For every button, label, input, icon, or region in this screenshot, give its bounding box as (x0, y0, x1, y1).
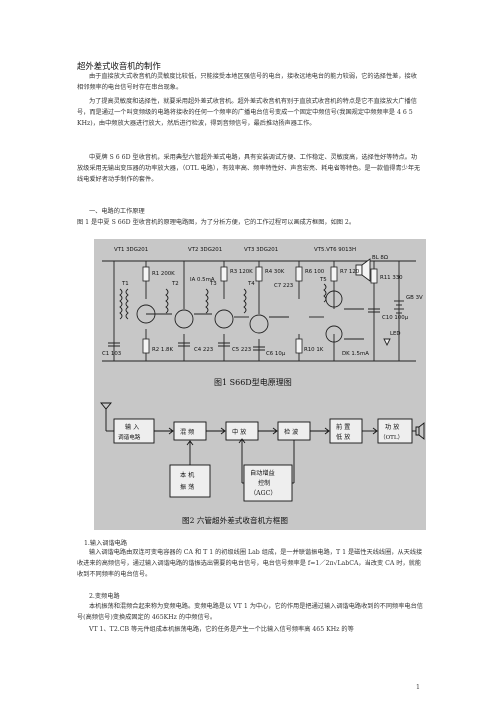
block-power-line1: 功 放 (385, 423, 399, 431)
block-detector-label: 检 波 (284, 428, 298, 436)
transistor-symbols (136, 290, 343, 343)
label-r11: R11 330 (380, 275, 403, 281)
block-agc-box (243, 464, 293, 502)
block-if-label: 中 放 (232, 428, 246, 436)
block-agc-line2: 控制 (258, 479, 270, 487)
label-id: DK 1.5mA (342, 351, 369, 357)
transformer-coils (119, 283, 327, 320)
label-ia: IA 0.5mA (190, 277, 215, 283)
block-osc-box (169, 464, 211, 498)
paragraph-3: 中夏牌 S 6 6D 型收音机，采用典型六管超外差式电路，具有安装调试方便、工作… (77, 154, 421, 183)
section-heading: 一、电路的工作原理 (89, 208, 145, 215)
label-r1: R1 200K (152, 271, 175, 277)
block-preamp-line2: 低 放 (336, 433, 350, 441)
label-t2: T2 (171, 281, 179, 287)
paragraph-1: 由于直接放大式收音机的灵敏度比较低，只能接受本地区强信号的电台，接收远地电台的能… (77, 73, 417, 91)
label-gb: GB 3V (406, 295, 423, 301)
label-led: LED (390, 331, 401, 337)
label-c10: C10 100μ (382, 315, 409, 321)
block-agc-line3: （AGC） (250, 490, 277, 497)
output-devices (355, 258, 404, 347)
label-r4: R4 30K (265, 269, 285, 275)
circuit-figure: VT1 3DG201 VT2 3DG201 VT3 3DG201 VT5.VT6… (94, 239, 426, 530)
subsection-1-text: 输入调谐电路由双连可变电容器的 CA 和 T 1 的初级线圈 Lab 组成，是一… (77, 549, 423, 578)
label-c7: C7 223 (274, 283, 293, 289)
capacitor-symbols (108, 308, 380, 351)
block-osc-line2: 振 荡 (180, 483, 194, 491)
block-diagram-labels: 输 入 调谐电路 混 频 中 放 检 波 前 置 低 放 功 放 （OTL） 本… (118, 423, 403, 497)
label-r7: R7 120 (340, 269, 360, 275)
doc-title: 超外差式收音机的制作 (77, 61, 161, 71)
label-vt3: VT3 3DG201 (244, 247, 278, 253)
block-input-line2: 调谐电路 (118, 433, 141, 441)
section-intro: 图 1 是中夏 S 66D 型收音机的原理电路图，为了分析方便，它的工作过程可以… (77, 219, 356, 226)
label-c1: C1 103 (102, 351, 121, 357)
subsection-2-tail: VT 1、T2.CB 等元件组成本机振荡电路，它的任务是产生一个比输入信号频率高… (89, 626, 354, 633)
block-input-box (113, 418, 155, 444)
block-preamp-line1: 前 置 (336, 423, 350, 431)
block-power-box (377, 418, 413, 444)
block-power-line2: （OTL） (380, 434, 403, 441)
label-c4: C4 223 (194, 347, 213, 353)
block-diagram-arrows (100, 402, 425, 484)
schematic-labels: VT1 3DG201 VT2 3DG201 VT3 3DG201 VT5.VT6… (102, 247, 423, 357)
label-vt2: VT2 3DG201 (188, 247, 222, 253)
subsection-2-heading: 2.变频电路 (89, 593, 120, 600)
label-c5: C5 223 (232, 347, 251, 353)
label-r6: R6 100 (305, 269, 325, 275)
paragraph-2: 为了提高灵敏度和选择性，就要采用超外差式收音机。超外差式收音机有别于直放式收音机… (77, 98, 417, 127)
label-t5: T5 (319, 277, 327, 283)
resistor-symbols (142, 266, 378, 354)
block-preamp-box (329, 418, 363, 444)
figure2-caption: 图2 六管超外差式收音机方框图 (182, 515, 288, 525)
page-number: 1 (416, 684, 420, 691)
label-r10: R10 1K (304, 347, 324, 353)
subsection-2-text: 本机振荡和混频合起来称为变频电路。变频电路是以 VT 1 为中心，它的作用是把通… (77, 603, 423, 621)
subsection-1-heading: 1.输入调谐电路 (84, 540, 128, 547)
label-bl: BL 8Ω (372, 255, 388, 261)
label-r3: R3 120K (230, 269, 253, 275)
block-mixer-label: 混 频 (180, 428, 194, 436)
label-r2: R2 1.8K (152, 347, 173, 353)
figure1-caption: 图1 S66D型电原理图 (214, 377, 292, 387)
block-osc-line1: 本 机 (180, 471, 195, 479)
block-diagram-boxes (113, 418, 413, 502)
figure-svg: VT1 3DG201 VT2 3DG201 VT3 3DG201 VT5.VT6… (100, 247, 425, 525)
block-input-line1: 输 入 (125, 423, 139, 431)
label-t4: T4 (247, 281, 255, 287)
label-vt5-vt6: VT5.VT6 9013H (314, 247, 356, 253)
label-vt1: VT1 3DG201 (114, 247, 148, 253)
label-c6: C6 10μ (266, 351, 286, 357)
label-t3: T3 (209, 281, 217, 287)
block-agc-line1: 自动增益 (250, 469, 275, 477)
label-t1: T1 (121, 281, 129, 287)
